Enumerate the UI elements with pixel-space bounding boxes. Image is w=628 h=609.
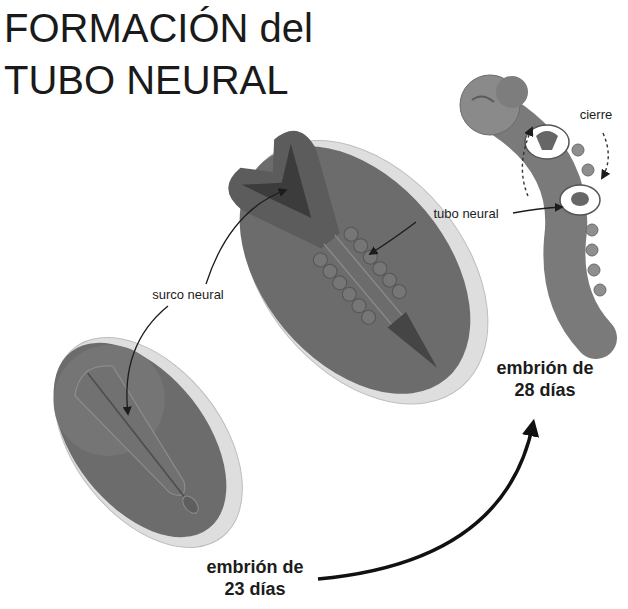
- title: FORMACIÓN del TUBO NEURAL: [4, 2, 334, 106]
- embryo-23-days: [16, 302, 280, 582]
- closure-label: cierre: [568, 107, 624, 123]
- part-label: surco neural: [138, 287, 238, 303]
- part-label: tubo neural: [416, 206, 516, 222]
- stage-label: embrión de 28 días: [486, 358, 604, 401]
- embryo-28-days: [185, 85, 537, 451]
- stage-label: embrión de 23 días: [196, 557, 314, 600]
- transition-arrow: [318, 424, 533, 579]
- leader-lines: [127, 190, 562, 414]
